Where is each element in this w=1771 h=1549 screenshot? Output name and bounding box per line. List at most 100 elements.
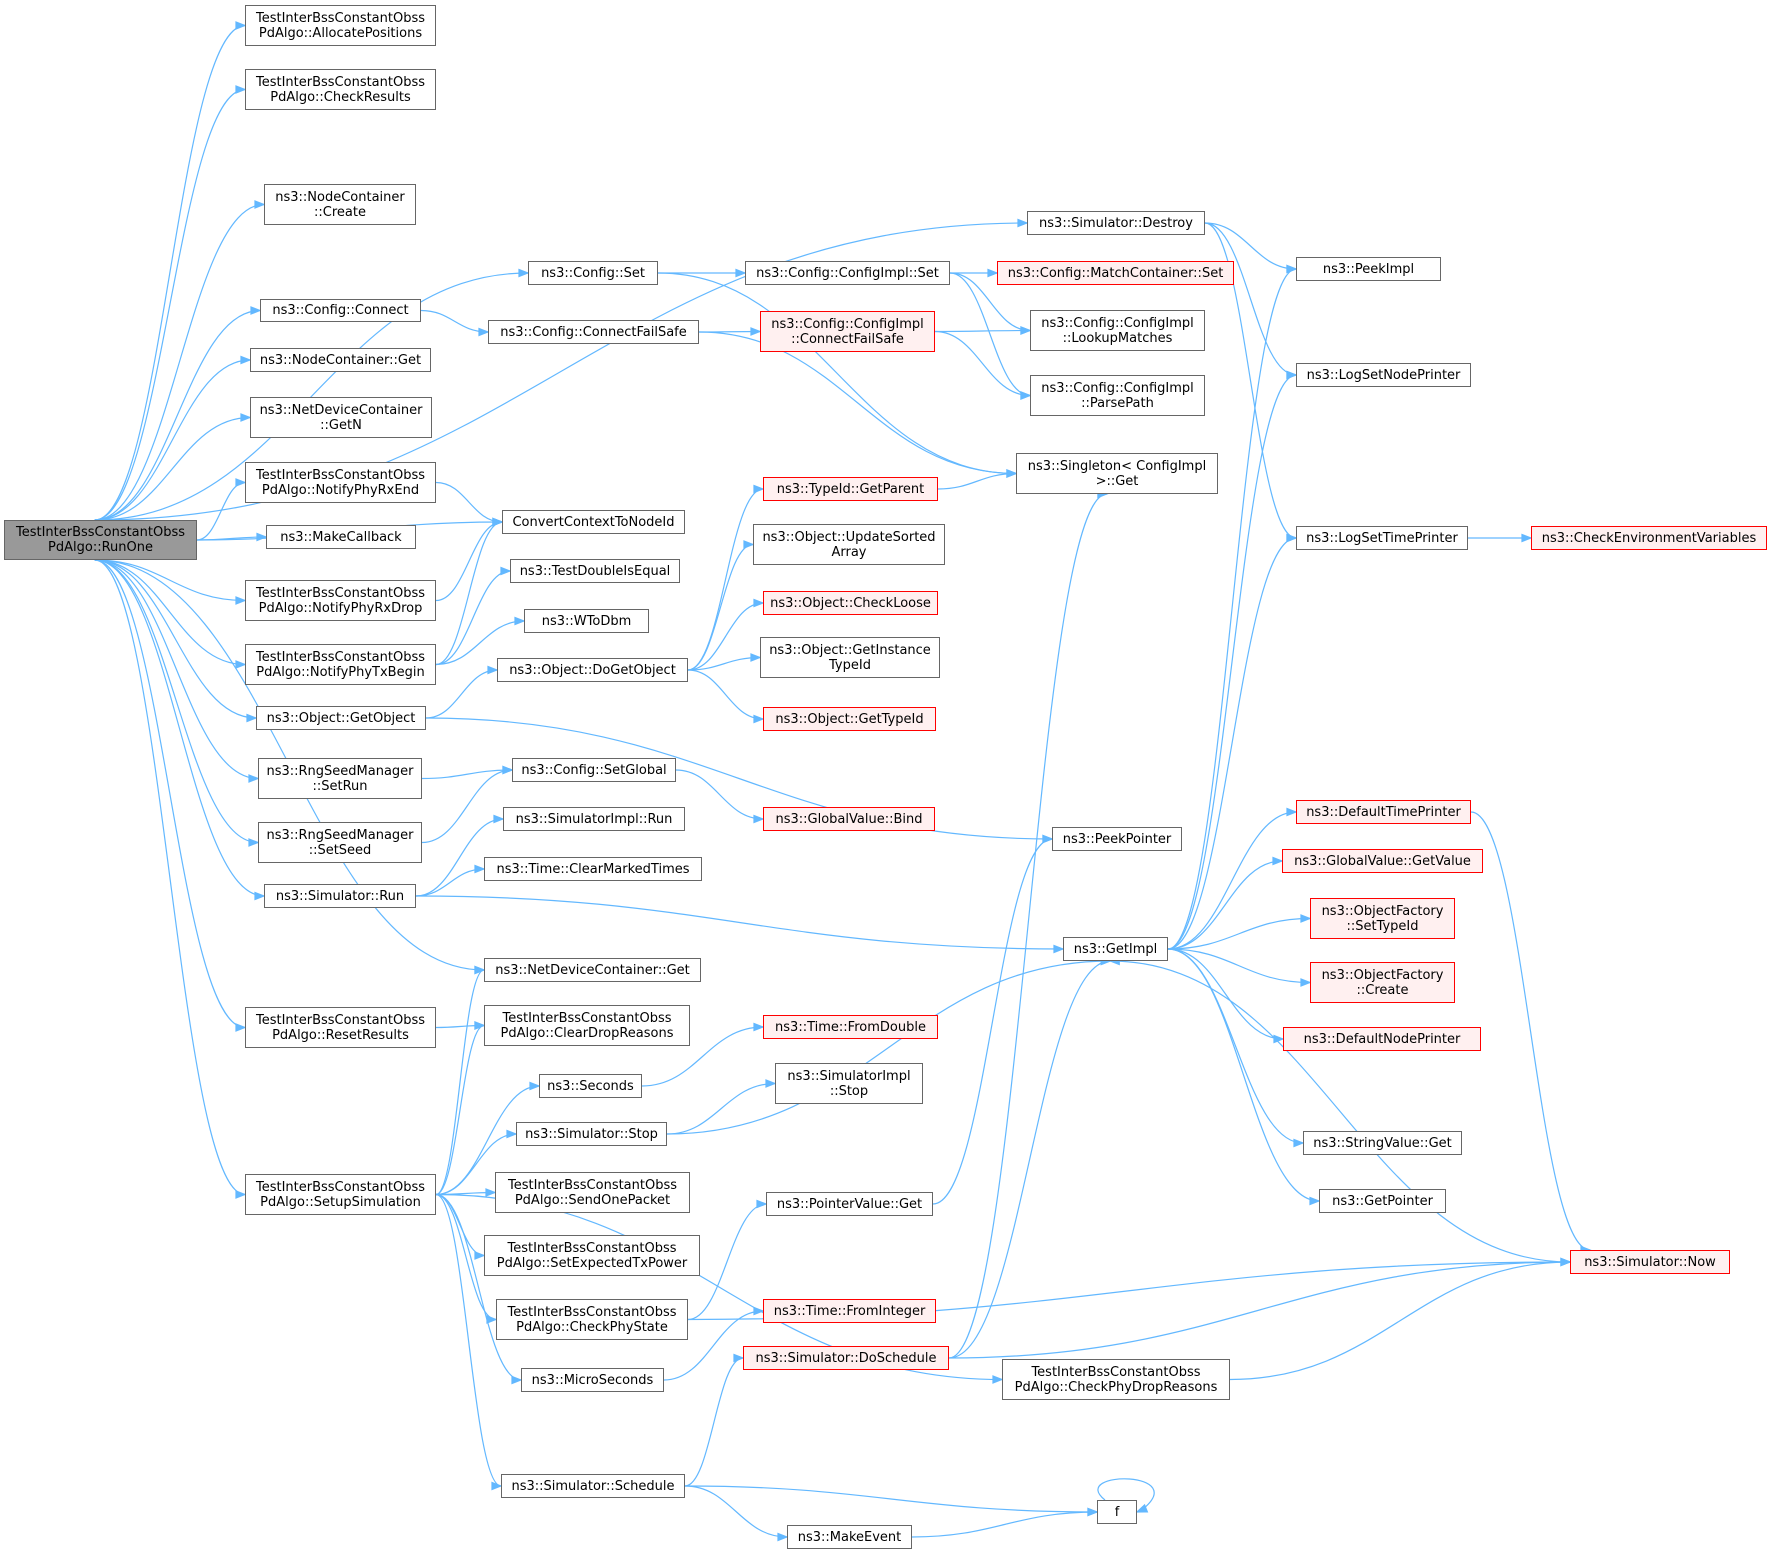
node-getpointer[interactable]: ns3::GetPointer (1319, 1189, 1446, 1213)
node-makecb[interactable]: ns3::MakeCallback (266, 525, 416, 549)
edge-arrowhead-getimpl-to-gvgetvalue (1272, 856, 1284, 866)
node-clearmarked[interactable]: ns3::Time::ClearMarkedTimes (484, 857, 702, 881)
node-dogetobj[interactable]: ns3::Object::DoGetObject (497, 658, 688, 682)
node-matchset[interactable]: ns3::Config::MatchContainer::Set (997, 261, 1234, 285)
node-logtime[interactable]: ns3::LogSetTimePrinter (1296, 526, 1468, 550)
node-f[interactable]: f (1097, 1500, 1137, 1524)
edge-arrowhead-connectfs-to-cfgimplcfs (750, 327, 762, 336)
node-cfgset[interactable]: ns3::Config::Set (528, 261, 658, 285)
edge-simstop-to-getimpl (666, 960, 1111, 1135)
node-getinsttid[interactable]: ns3::Object::GetInstance TypeId (760, 637, 940, 678)
node-makeevent[interactable]: ns3::MakeEvent (787, 1525, 912, 1549)
node-getparent[interactable]: ns3::TypeId::GetParent (763, 477, 938, 501)
edge-setupsim-to-simstop (435, 1133, 517, 1196)
node-nccreate[interactable]: ns3::NodeContainer ::Create (264, 184, 416, 225)
node-checkresults[interactable]: TestInterBssConstantObss PdAlgo::CheckRe… (245, 69, 436, 110)
node-peekpointer[interactable]: ns3::PeekPointer (1052, 827, 1182, 851)
node-cfgconnect[interactable]: ns3::Config::Connect (260, 299, 421, 322)
node-testdbl[interactable]: ns3::TestDoubleIsEqual (510, 559, 680, 583)
node-ofcreate[interactable]: ns3::ObjectFactory ::Create (1310, 962, 1455, 1003)
edge-dogetobj-to-checkloose (687, 602, 764, 671)
edge-makeevent-to-f (911, 1511, 1098, 1538)
node-micros[interactable]: ns3::MicroSeconds (521, 1368, 664, 1392)
edge-seconds-to-fromdouble (641, 1026, 764, 1087)
node-ndcgetn[interactable]: ns3::NetDeviceContainer ::GetN (250, 397, 432, 438)
node-resetresults[interactable]: TestInterBssConstantObss PdAlgo::ResetRe… (245, 1007, 436, 1048)
node-lookup[interactable]: ns3::Config::ConfigImpl ::LookupMatches (1030, 310, 1205, 351)
edge-txbegin-to-wtodbm (435, 620, 525, 666)
node-peekimpl[interactable]: ns3::PeekImpl (1296, 257, 1441, 281)
edge-arrowhead-getparent-to-singleton (1006, 469, 1018, 478)
edge-arrowhead-getimpl-to-getpointer (1309, 1196, 1321, 1206)
node-allocpos[interactable]: TestInterBssConstantObss PdAlgo::Allocat… (245, 5, 436, 46)
edge-getimpl-to-logtime (1167, 537, 1297, 950)
node-cfgimplcfs[interactable]: ns3::Config::ConfigImpl ::ConnectFailSaf… (760, 311, 935, 352)
node-wtodbm[interactable]: ns3::WToDbm (524, 609, 649, 633)
node-setupsim[interactable]: TestInterBssConstantObss PdAlgo::SetupSi… (245, 1174, 436, 1215)
node-now[interactable]: ns3::Simulator::Now (1570, 1250, 1730, 1274)
node-setseed[interactable]: ns3::RngSeedManager ::SetSeed (258, 822, 422, 863)
node-ncget[interactable]: ns3::NodeContainer::Get (250, 348, 431, 372)
node-singleton[interactable]: ns3::Singleton< ConfigImpl >::Get (1016, 453, 1218, 494)
node-pvget[interactable]: ns3::PointerValue::Get (766, 1192, 933, 1216)
node-updsorted[interactable]: ns3::Object::UpdateSorted Array (753, 524, 945, 565)
node-gettypeid[interactable]: ns3::Object::GetTypeId (763, 707, 936, 731)
edge-doschedule-to-getimpl (948, 960, 1111, 1359)
node-convctx[interactable]: ConvertContextToNodeId (502, 510, 685, 534)
edge-arrowhead-setupsim-to-ndcget (474, 965, 486, 975)
node-gvgetvalue[interactable]: ns3::GlobalValue::GetValue (1282, 849, 1483, 873)
edge-arrowhead-checkphy-to-pvget (756, 1199, 768, 1209)
node-gvbind[interactable]: ns3::GlobalValue::Bind (763, 807, 935, 831)
node-txbegin[interactable]: TestInterBssConstantObss PdAlgo::NotifyP… (245, 644, 436, 685)
node-checkenv[interactable]: ns3::CheckEnvironmentVariables (1531, 526, 1767, 550)
node-getimpl[interactable]: ns3::GetImpl (1063, 937, 1168, 961)
node-doschedule[interactable]: ns3::Simulator::DoSchedule (743, 1346, 949, 1370)
node-checkloose[interactable]: ns3::Object::CheckLoose (763, 591, 938, 615)
edge-destroy-to-logtime (1204, 222, 1297, 539)
node-schedule[interactable]: ns3::Simulator::Schedule (501, 1474, 685, 1498)
node-simimplrun[interactable]: ns3::SimulatorImpl::Run (503, 807, 685, 831)
node-getobject[interactable]: ns3::Object::GetObject (256, 706, 426, 730)
edge-arrowhead-setseed-to-setglobal (502, 765, 514, 775)
edge-runone-to-rxdrop (94, 559, 246, 602)
edge-cfgimplcfs-to-lookup (934, 329, 1031, 333)
node-setrun[interactable]: ns3::RngSeedManager ::SetRun (258, 758, 422, 799)
node-ndcget[interactable]: ns3::NetDeviceContainer::Get (484, 958, 701, 982)
node-lognode[interactable]: ns3::LogSetNodePrinter (1296, 363, 1471, 387)
node-setglobal[interactable]: ns3::Config::SetGlobal (512, 758, 676, 782)
node-setexptx[interactable]: TestInterBssConstantObss PdAlgo::SetExpe… (484, 1235, 700, 1276)
node-simrun[interactable]: ns3::Simulator::Run (264, 884, 416, 908)
node-svget[interactable]: ns3::StringValue::Get (1303, 1131, 1462, 1155)
node-ofsettype[interactable]: ns3::ObjectFactory ::SetTypeId (1310, 898, 1455, 939)
edge-arrowhead-runone-to-setseed (248, 838, 260, 847)
node-defnode[interactable]: ns3::DefaultNodePrinter (1283, 1027, 1481, 1051)
edge-arrowhead-dogetobj-to-gettypeid (753, 714, 765, 724)
node-frominteger[interactable]: ns3::Time::FromInteger (763, 1299, 936, 1323)
edge-arrowhead-txbegin-to-testdbl (500, 566, 512, 576)
edge-arrowhead-getimpl-to-peekimpl (1286, 264, 1298, 274)
edge-arrowhead-cfgimplset-to-matchset (987, 268, 999, 278)
node-parsepath[interactable]: ns3::Config::ConfigImpl ::ParsePath (1030, 375, 1205, 416)
edge-setseed-to-setglobal (421, 769, 513, 844)
node-checkphy[interactable]: TestInterBssConstantObss PdAlgo::CheckPh… (496, 1299, 688, 1340)
edge-destroy-to-lognode (1204, 222, 1297, 376)
node-destroy[interactable]: ns3::Simulator::Destroy (1027, 211, 1205, 235)
node-simimplstop[interactable]: ns3::SimulatorImpl ::Stop (775, 1063, 923, 1104)
node-seconds[interactable]: ns3::Seconds (539, 1074, 642, 1098)
node-deftime[interactable]: ns3::DefaultTimePrinter (1296, 800, 1471, 824)
edge-dogetobj-to-updsorted (687, 543, 754, 671)
node-cleardrop[interactable]: TestInterBssConstantObss PdAlgo::ClearDr… (484, 1005, 690, 1046)
edge-arrowhead-setupsim-to-cleardrop (474, 1021, 486, 1030)
node-cfgimplset[interactable]: ns3::Config::ConfigImpl::Set (745, 261, 950, 285)
node-rxend[interactable]: TestInterBssConstantObss PdAlgo::NotifyP… (245, 462, 436, 503)
edge-setglobal-to-gvbind (675, 769, 764, 820)
edge-arrowhead-setupsim-to-sendone (485, 1188, 497, 1197)
node-rxdrop[interactable]: TestInterBssConstantObss PdAlgo::NotifyP… (245, 580, 436, 621)
node-checkdrop[interactable]: TestInterBssConstantObss PdAlgo::CheckPh… (1002, 1359, 1230, 1400)
node-sendone[interactable]: TestInterBssConstantObss PdAlgo::SendOne… (495, 1172, 690, 1213)
node-connectfs[interactable]: ns3::Config::ConnectFailSafe (488, 320, 699, 344)
node-simstop[interactable]: ns3::Simulator::Stop (516, 1122, 667, 1146)
edge-getparent-to-singleton (937, 472, 1017, 490)
node-fromdouble[interactable]: ns3::Time::FromDouble (763, 1015, 938, 1039)
edge-doschedule-to-singleton (948, 493, 1107, 1359)
